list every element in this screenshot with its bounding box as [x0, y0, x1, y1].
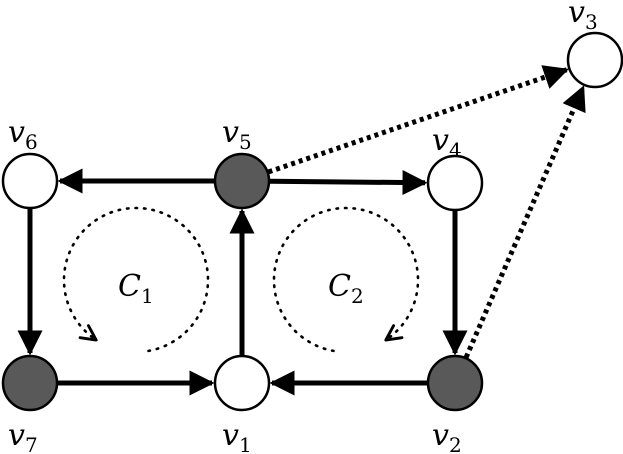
label-v2: v2 [432, 418, 462, 454]
cycle-label-C1: C1 [118, 269, 154, 308]
label-v1: v1 [222, 418, 252, 454]
node-v1 [213, 354, 271, 412]
cycle-arc-C1 [62, 206, 210, 353]
edge-v2-v3 [463, 85, 586, 359]
node-v2 [426, 354, 484, 412]
label-v7: v7 [8, 418, 38, 454]
nodes-layer [1, 31, 623, 412]
node-v7 [1, 354, 59, 412]
label-v6: v6 [8, 115, 38, 154]
cycle-label-C2: C2 [328, 269, 364, 308]
cycles-layer [62, 206, 420, 353]
node-v4 [426, 154, 484, 212]
edges-layer [17, 65, 586, 396]
labels-layer: v1 v2 v3 v4 v5 v6 v7 C1 C2 [8, 0, 598, 454]
node-v3 [566, 31, 623, 89]
edge-v5-v4 [269, 170, 428, 196]
label-v4: v4 [432, 123, 462, 162]
edge-v5-v3 [267, 65, 569, 175]
node-v5 [213, 152, 271, 210]
cycle-arc-C2 [272, 206, 420, 353]
node-v6 [1, 152, 59, 210]
label-v5: v5 [222, 115, 252, 154]
label-v3: v3 [568, 0, 598, 34]
